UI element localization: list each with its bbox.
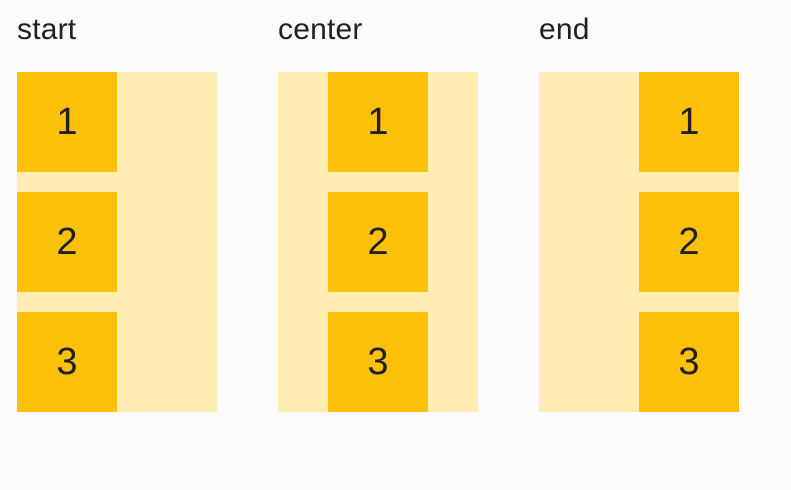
flex-item: 3 <box>328 312 428 412</box>
demo-column-end: end 1 2 3 <box>539 12 739 412</box>
flex-item: 3 <box>17 312 117 412</box>
demo-label-center: center <box>278 13 363 46</box>
flex-item: 1 <box>639 72 739 172</box>
alignment-container-center: 1 2 3 <box>278 72 478 412</box>
alignment-container-start: 1 2 3 <box>17 72 217 412</box>
demo-column-center: center 1 2 3 <box>278 12 478 412</box>
flex-item: 2 <box>17 192 117 292</box>
demo-label-end: end <box>539 13 590 46</box>
flex-item: 1 <box>328 72 428 172</box>
flex-item: 2 <box>639 192 739 292</box>
demo-column-start: start 1 2 3 <box>17 12 217 412</box>
demo-label-start: start <box>17 13 77 46</box>
alignment-container-end: 1 2 3 <box>539 72 739 412</box>
flex-item: 2 <box>328 192 428 292</box>
flex-item: 1 <box>17 72 117 172</box>
alignment-demo-page: start 1 2 3 center 1 2 3 end 1 2 3 <box>17 12 739 412</box>
flex-item: 3 <box>639 312 739 412</box>
